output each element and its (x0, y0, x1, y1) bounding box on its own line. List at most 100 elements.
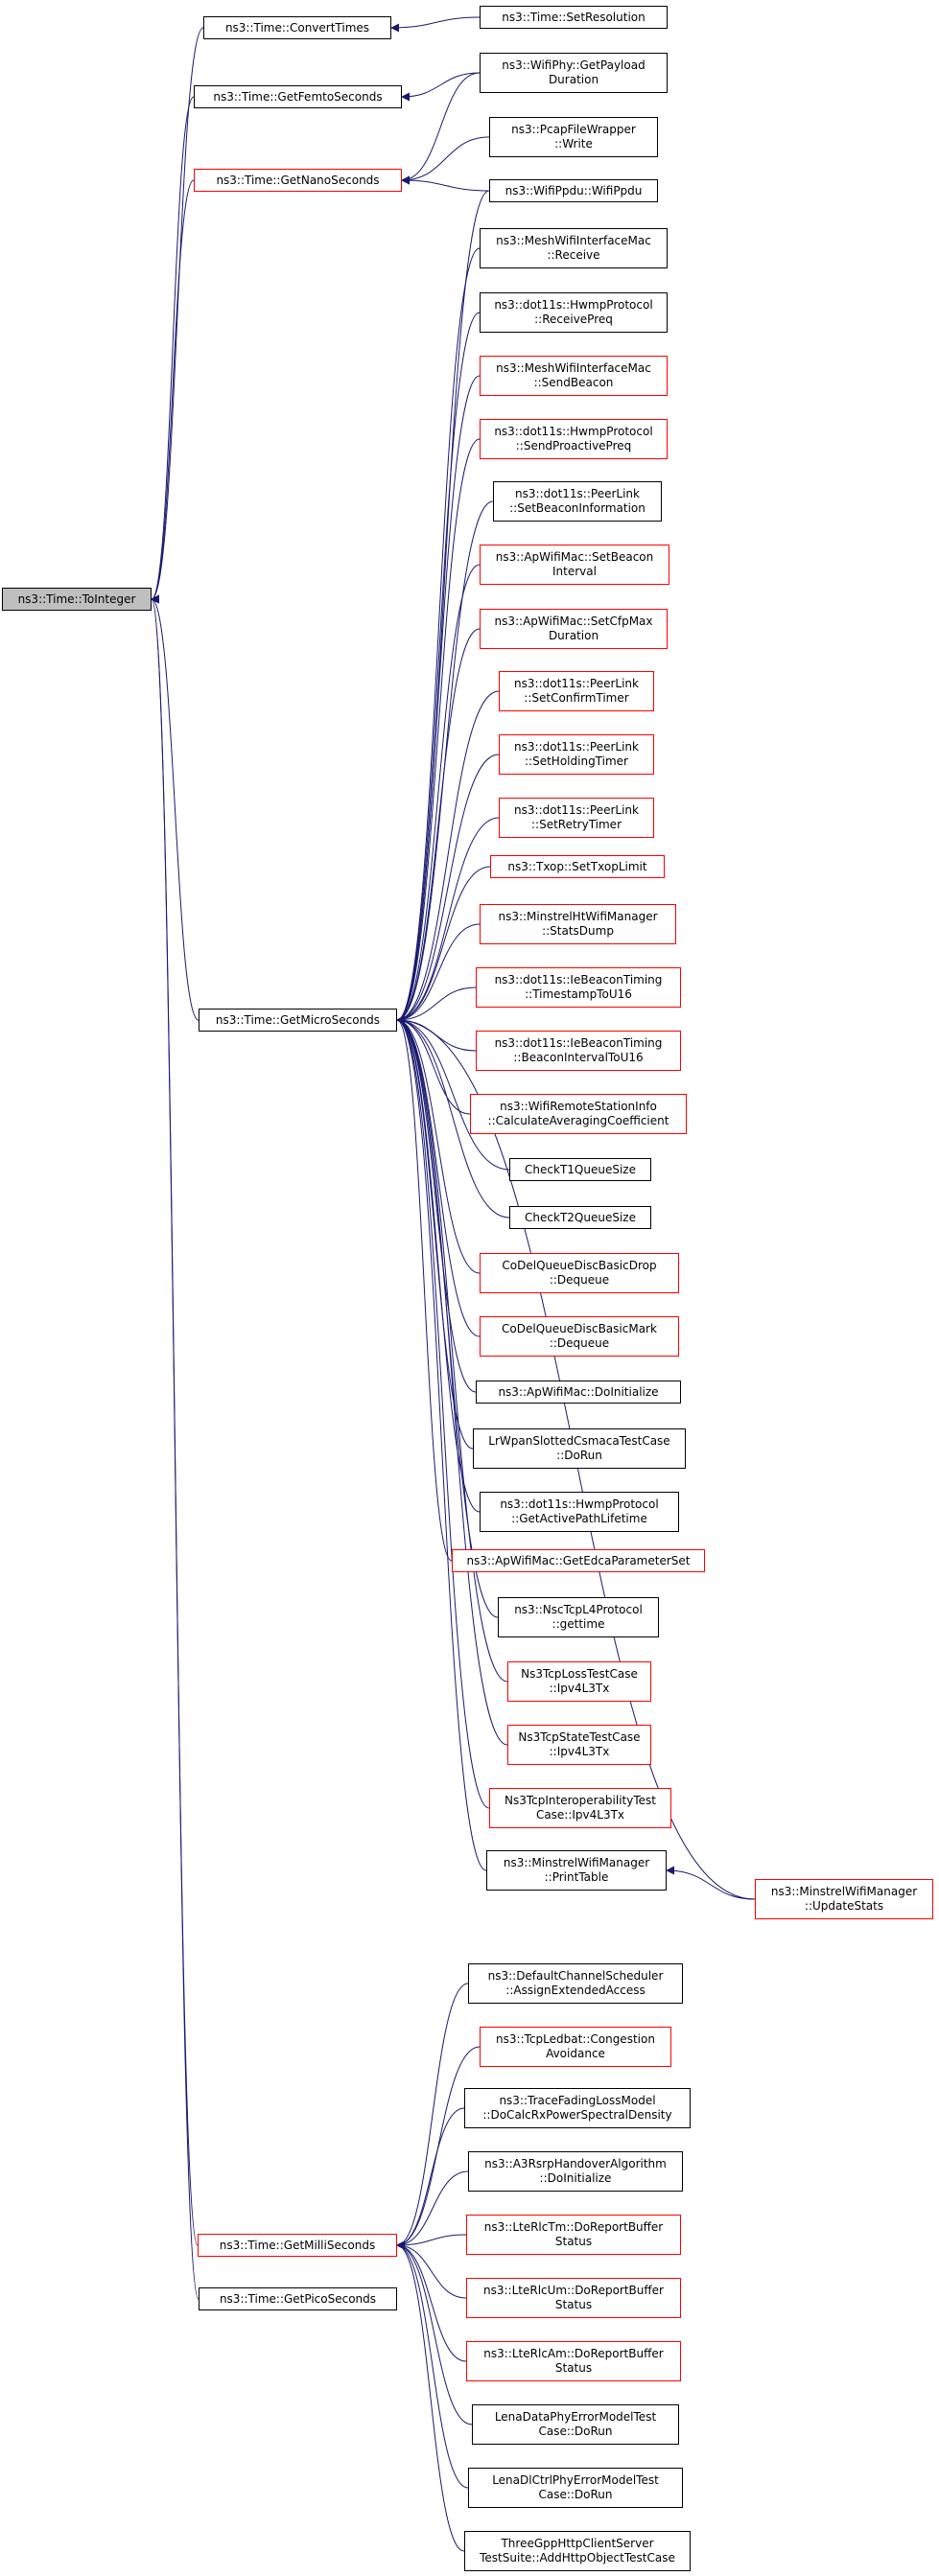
node-label: CheckT2QueueSize (525, 1210, 636, 1224)
edge-remote-station-info-to-get-micro-seconds (396, 1015, 471, 1115)
edge-peer-set-holding-to-get-micro-seconds (396, 754, 500, 1025)
node-label: ns3::dot11s::HwmpProtocol (494, 298, 653, 312)
node-peer-set-beacon-info[interactable]: ns3::dot11s::PeerLink::SetBeaconInformat… (493, 481, 662, 522)
node-label: ::ReceivePreq (534, 313, 613, 326)
node-ap-do-init[interactable]: ns3::ApWifiMac::DoInitialize (476, 1381, 681, 1404)
node-label: ns3::WifiPhy::GetPayload (502, 58, 646, 72)
edge-ap-do-init-to-get-micro-seconds (396, 1015, 477, 1393)
node-label: ::gettime (552, 1617, 605, 1631)
edge-codel-drop-to-get-micro-seconds (396, 1015, 481, 1274)
node-trace-fading[interactable]: ns3::TraceFadingLossModel::DoCalcRxPower… (464, 2088, 691, 2128)
node-label: ns3::MeshWifiInterfaceMac (496, 234, 651, 247)
node-set-resolution[interactable]: ns3::Time::SetResolution (480, 6, 668, 29)
node-label: Interval (552, 565, 597, 578)
edge-hwmp-active-path-to-get-micro-seconds (396, 1015, 481, 1513)
node-label: ns3::Time::GetMicroSeconds (215, 1012, 381, 1027)
edge-hwmp-receive-preq-to-get-micro-seconds (396, 312, 481, 1025)
node-label: ns3::NscTcpL4Protocol (514, 1603, 643, 1616)
node-label: ns3::LteRlcTm::DoReportBuffer (483, 2220, 664, 2234)
edge-ie-timestamp-to-get-micro-seconds (396, 986, 477, 1025)
node-get-femto-seconds[interactable]: ns3::Time::GetFemtoSeconds (194, 85, 402, 108)
node-label: LenaDataPhyErrorModelTest (494, 2410, 657, 2424)
node-label: ns3::LteRlcAm::DoReportBuffer (483, 2347, 664, 2360)
node-label: Duration (548, 73, 599, 86)
node-convert-times[interactable]: ns3::Time::ConvertTimes (203, 16, 391, 39)
node-tcp-loss[interactable]: Ns3TcpLossTestCase::Ipv4L3Tx (507, 1661, 651, 1702)
node-label: ::SendProactivePreq (515, 439, 632, 453)
node-wifi-ppdu[interactable]: ns3::WifiPpdu::WifiPpdu (489, 179, 658, 202)
node-label: ::DoRun (556, 1449, 602, 1462)
edge-tcp-state-to-get-micro-seconds (396, 1015, 508, 1746)
node-label: ns3::TraceFadingLossModel (499, 2094, 656, 2107)
edge-ap-set-cfp-max-to-get-micro-seconds (396, 628, 481, 1025)
node-get-milli-seconds[interactable]: ns3::Time::GetMilliSeconds (198, 2234, 397, 2257)
node-label: ::SetConfirmTimer (524, 691, 629, 705)
node-ie-beacon-interval[interactable]: ns3::dot11s::IeBeaconTiming::BeaconInter… (476, 1031, 681, 1071)
node-txop-set-limit[interactable]: ns3::Txop::SetTxopLimit (490, 855, 665, 878)
edge-get-micro-seconds-to-to-integer (151, 594, 200, 1021)
node-check-t2[interactable]: CheckT2QueueSize (509, 1206, 651, 1229)
node-get-pico-seconds[interactable]: ns3::Time::GetPicoSeconds (199, 2287, 397, 2310)
node-ie-timestamp[interactable]: ns3::dot11s::IeBeaconTiming::TimestampTo… (476, 967, 681, 1008)
edge-tcp-loss-to-get-micro-seconds (396, 1015, 508, 1683)
edge-codel-mark-to-get-micro-seconds (396, 1015, 481, 1337)
node-hwmp-receive-preq[interactable]: ns3::dot11s::HwmpProtocol::ReceivePreq (480, 292, 668, 333)
edge-rlc-um-to-get-milli-seconds (396, 2240, 467, 2299)
node-pcap-write[interactable]: ns3::PcapFileWrapper::Write (489, 117, 658, 157)
node-tcp-state[interactable]: Ns3TcpStateTestCase::Ipv4L3Tx (507, 1725, 651, 1765)
node-ap-get-edca[interactable]: ns3::ApWifiMac::GetEdcaParameterSet (452, 1549, 705, 1572)
node-label: ::UpdateStats (804, 1899, 884, 1913)
node-remote-station-info[interactable]: ns3::WifiRemoteStationInfo::CalculateAve… (470, 1094, 687, 1134)
node-minstrel-update[interactable]: ns3::MinstrelWifiManager::UpdateStats (755, 1879, 933, 1919)
node-hwmp-active-path[interactable]: ns3::dot11s::HwmpProtocol::GetActivePath… (480, 1492, 679, 1532)
node-label: Case::Ipv4L3Tx (535, 1808, 625, 1822)
node-peer-set-confirm[interactable]: ns3::dot11s::PeerLink::SetConfirmTimer (499, 671, 654, 711)
edge-lena-data-to-get-milli-seconds (396, 2240, 473, 2425)
node-label: ::Dequeue (549, 1273, 610, 1287)
node-label: ThreeGppHttpClientServer (501, 2537, 654, 2550)
node-label: ns3::ApWifiMac::GetEdcaParameterSet (466, 1553, 691, 1567)
node-codel-drop[interactable]: CoDelQueueDiscBasicDrop::Dequeue (480, 1253, 679, 1293)
node-nsc-gettime[interactable]: ns3::NscTcpL4Protocol::gettime (498, 1597, 659, 1637)
node-label: ::Write (554, 137, 593, 151)
node-codel-mark[interactable]: CoDelQueueDiscBasicMark::Dequeue (480, 1316, 679, 1357)
node-channel-scheduler[interactable]: ns3::DefaultChannelScheduler::AssignExte… (468, 1963, 683, 2004)
edge-ap-get-edca-to-get-micro-seconds (396, 1015, 453, 1562)
node-label: ns3::Time::SetResolution (502, 10, 646, 24)
node-label: LrWpanSlottedCsmacaTestCase (488, 1434, 670, 1448)
node-label: ns3::WifiPpdu::WifiPpdu (505, 183, 643, 197)
node-hwmp-send-proactive[interactable]: ns3::dot11s::HwmpProtocol::SendProactive… (480, 419, 668, 459)
node-get-nano-seconds[interactable]: ns3::Time::GetNanoSeconds (194, 169, 402, 192)
node-label: ::Dequeue (549, 1336, 610, 1350)
node-peer-set-retry[interactable]: ns3::dot11s::PeerLink::SetRetryTimer (499, 798, 654, 838)
node-label: ns3::dot11s::PeerLink (515, 487, 640, 500)
edge-peer-set-confirm-to-get-micro-seconds (396, 690, 500, 1025)
node-minstrel-print[interactable]: ns3::MinstrelWifiManager::PrintTable (486, 1850, 667, 1891)
edge-hwmp-send-proactive-to-get-micro-seconds (396, 438, 481, 1025)
edge-peer-set-retry-to-get-micro-seconds (396, 817, 500, 1025)
node-minstrel-ht-stats[interactable]: ns3::MinstrelHtWifiManager::StatsDump (480, 904, 676, 944)
node-label: ns3::Txop::SetTxopLimit (507, 859, 647, 873)
node-a3-rsrp[interactable]: ns3::A3RsrpHandoverAlgorithm::DoInitiali… (468, 2151, 683, 2192)
node-label: ::BeaconIntervalToU16 (513, 1051, 644, 1064)
node-get-micro-seconds[interactable]: ns3::Time::GetMicroSeconds (199, 1009, 397, 1032)
node-peer-set-holding[interactable]: ns3::dot11s::PeerLink::SetHoldingTimer (499, 734, 654, 775)
node-mesh-send-beacon[interactable]: ns3::MeshWifiInterfaceMac::SendBeacon (480, 356, 668, 396)
node-check-t1[interactable]: CheckT1QueueSize (509, 1158, 651, 1181)
node-label: CheckT1QueueSize (525, 1162, 636, 1176)
node-mesh-receive[interactable]: ns3::MeshWifiInterfaceMac::Receive (480, 228, 668, 268)
node-lrwpan-run[interactable]: LrWpanSlottedCsmacaTestCase::DoRun (473, 1428, 686, 1469)
node-label: ::DoCalcRxPowerSpectralDensity (482, 2108, 672, 2122)
edge-minstrel-print-to-get-micro-seconds (396, 1015, 487, 1871)
